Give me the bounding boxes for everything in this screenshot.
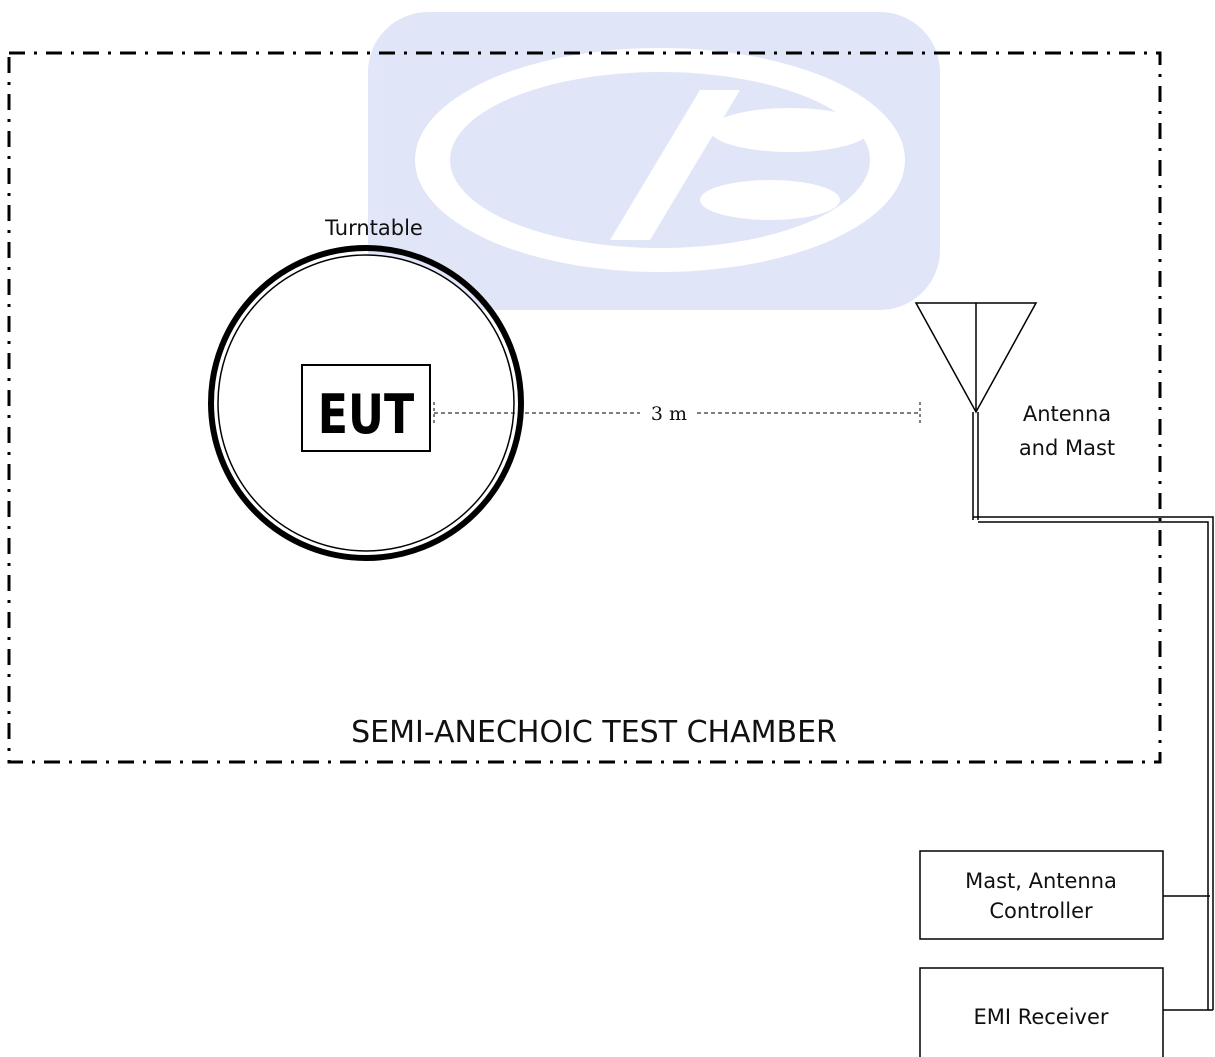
controller-label-line2: Controller (989, 899, 1093, 923)
antenna-label-line2: and Mast (1019, 436, 1115, 460)
eut-box (301, 364, 431, 452)
distance-line (433, 402, 921, 424)
turntable-label: Turntable (324, 216, 423, 240)
antenna-label-line1: Antenna (1023, 402, 1111, 426)
controller-label-line1: Mast, Antenna (965, 869, 1117, 893)
chamber-boundary (7, 51, 1162, 764)
distance-label: 3 m (651, 403, 687, 425)
chamber-label: SEMI-ANECHOIC TEST CHAMBER (351, 715, 837, 750)
antenna-cable (973, 516, 1214, 1010)
controller-box (919, 850, 1164, 940)
emi-receiver-label: EMI Receiver (973, 1005, 1108, 1029)
logo-watermark (368, 12, 940, 310)
emi-receiver-box (919, 967, 1164, 1057)
eut-label: EUT (318, 383, 415, 446)
antenna-icon (914, 302, 1038, 520)
